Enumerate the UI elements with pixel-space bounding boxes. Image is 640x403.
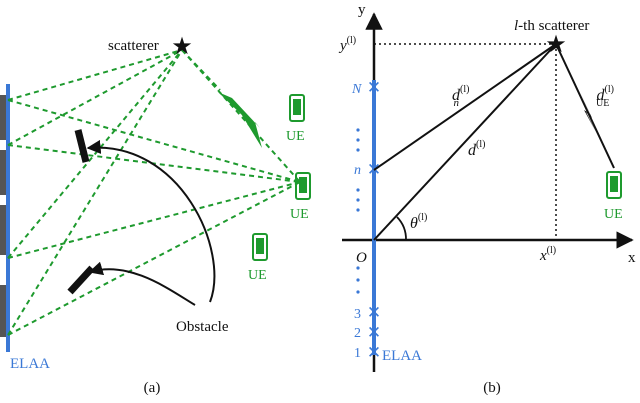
y-axis-label: y (358, 2, 366, 18)
panel-a: ELAA ★ scatterer Obstacle (0, 34, 311, 396)
origin-label: O (356, 250, 367, 266)
ue-phone-icon-2 (295, 172, 311, 200)
marker-2: ✕ (367, 323, 381, 343)
elaa-panel-3 (0, 205, 8, 255)
lightning-bolt-icon-a (218, 92, 262, 148)
elaa-label-b: ELAA (382, 348, 422, 364)
elaa-array-a (0, 84, 10, 352)
marker-1: ✕ (367, 343, 381, 363)
elaa-label-a: ELAA (10, 356, 50, 372)
green-rays-a (7, 49, 301, 336)
ue-phone-icon-1 (289, 94, 305, 122)
theta-arc (396, 216, 407, 241)
ue-label-2: UE (290, 207, 309, 222)
label-N: N (351, 82, 362, 97)
due-label: d(l)UE (596, 84, 614, 109)
d-label: d(l) (468, 139, 485, 159)
elaa-panel-4 (0, 285, 8, 337)
y-coord-label: y(l) (338, 35, 356, 54)
line-dn (373, 43, 557, 171)
obstacle-arrow-2 (88, 261, 196, 306)
scatterer-label-a: scatterer (108, 38, 159, 54)
caption-b: (b) (483, 380, 501, 396)
ue-label-3: UE (248, 268, 267, 283)
panel-b: y x O ELAA ✕ ✕ ✕ ✕ ✕ N n 3 2 1 (338, 2, 636, 396)
obstacle-arrow-1 (86, 139, 216, 303)
ue-label-b: UE (604, 207, 623, 222)
label-1: 1 (354, 346, 361, 361)
marker-N: ✕ (367, 78, 381, 98)
caption-a: (a) (144, 380, 161, 396)
scatterer-label-b: l-th scatterer (514, 18, 589, 34)
ue-phone-icon-b (606, 171, 622, 199)
line-d (373, 43, 557, 241)
obstacle-bar-1 (74, 129, 90, 163)
label-2: 2 (354, 326, 361, 341)
x-coord-label: x(l) (539, 245, 556, 264)
marker-3: ✕ (367, 303, 381, 323)
scatterer-star-icon-b: ★ (545, 32, 567, 58)
label-3: 3 (354, 307, 361, 322)
obstacle-label: Obstacle (176, 319, 229, 335)
scatterer-star-icon-a: ★ (171, 34, 193, 60)
obstacle-bar-2 (67, 265, 95, 295)
elaa-panel-2 (0, 150, 8, 195)
label-n: n (354, 163, 361, 178)
dn-label: d(l)n (452, 84, 469, 109)
ue-label-1: UE (286, 129, 305, 144)
elaa-panel-1 (0, 95, 8, 140)
x-axis-label: x (628, 250, 636, 266)
line-due (555, 43, 615, 169)
ue-phone-icon-3 (252, 233, 268, 261)
theta-label: θ(l) (410, 212, 427, 232)
ellipsis-dots (356, 128, 360, 294)
